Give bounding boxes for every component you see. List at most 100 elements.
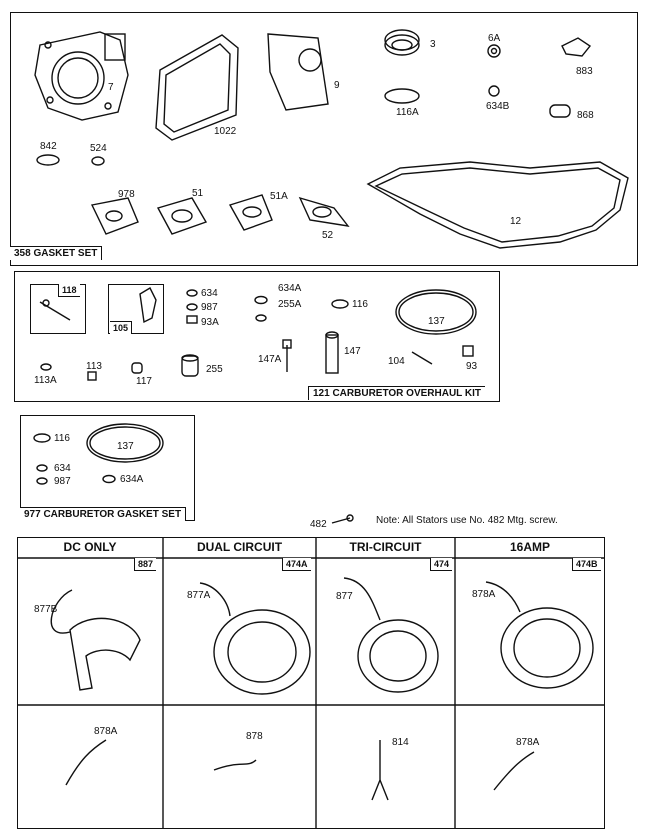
gasket-52-drawing [298, 196, 350, 227]
part-label-978: 978 [118, 189, 135, 200]
gasket-51-drawing [156, 197, 208, 235]
part-label-883: 883 [576, 66, 593, 77]
gasket-51a-drawing [228, 194, 273, 231]
gasket-set-frame [10, 12, 638, 266]
part-label-255: 255 [206, 364, 223, 375]
oil-seal-drawing [384, 29, 420, 56]
jet-113-drawing [87, 371, 97, 381]
part-label-842: 842 [40, 141, 57, 152]
o-ring-116-drawing [331, 299, 349, 309]
part-label-93: 93 [466, 361, 478, 372]
part-label-118: 118 [58, 284, 80, 297]
lead-label-878A-dc: 878A [94, 726, 118, 737]
lead-label-814: 814 [392, 737, 409, 748]
part-box-474A: 474A [282, 558, 311, 571]
part-label-12: 12 [510, 216, 522, 227]
part-label-868: 868 [577, 110, 594, 121]
gasket-set-title: 358 GASKET SET [10, 246, 103, 260]
washer-634b-drawing [488, 85, 500, 97]
lead-label-878: 878 [246, 731, 263, 742]
washer-634-drawing [186, 289, 198, 324]
heading-16amp: 16AMP [509, 540, 550, 554]
part-label-147A: 147A [258, 354, 282, 365]
shaft-147-drawing [325, 331, 339, 374]
stator-table-frame [17, 537, 605, 829]
part-label-104: 104 [388, 356, 405, 367]
needle-118-drawing [39, 299, 71, 321]
o-ring-842-drawing [36, 154, 60, 166]
stator-877b-drawing [50, 589, 141, 691]
screw-482-drawing [331, 514, 354, 524]
part-label-117: 117 [136, 376, 152, 387]
part-label-51: 51 [192, 188, 204, 199]
breather-gasket-drawing [267, 33, 329, 111]
carb-gasket-frame [20, 415, 195, 521]
part-label-105: 105 [110, 321, 133, 334]
float-105-drawing [139, 287, 157, 324]
cgs-o-ring-116-drawing [33, 433, 51, 443]
part-label-113: 113 [86, 361, 102, 372]
cylinder-head-gasket-drawing [34, 31, 129, 121]
lead-878a-dc-drawing [65, 739, 107, 786]
jet-113a-drawing [40, 363, 52, 371]
part-label-147: 147 [344, 346, 361, 357]
carb-gasket-title: 977 CARBURETOR GASKET SET [20, 507, 187, 521]
clip-883-drawing [561, 37, 592, 57]
lead-878-drawing [213, 759, 257, 771]
part-label-51A: 51A [270, 191, 288, 202]
washer-634a-drawing [254, 295, 268, 322]
part-label-634: 634 [201, 288, 218, 299]
part-label-116: 116 [352, 299, 368, 310]
gasket-978-drawing [90, 197, 139, 235]
spacer-93-drawing [462, 345, 474, 357]
part-label-3: 3 [430, 39, 436, 50]
o-ring-524-drawing [91, 156, 105, 166]
stator-877a-drawing [199, 582, 311, 695]
cgs-part-label-987: 987 [54, 476, 71, 487]
heading-dc-only: DC ONLY [63, 540, 117, 554]
part-label-634B: 634B [486, 101, 510, 112]
cgs-part-label-137: 137 [117, 441, 134, 452]
stator-877-drawing [343, 577, 439, 693]
plug-868-drawing [549, 104, 571, 118]
valve-cover-gasket-drawing [155, 34, 239, 141]
stator-note: Note: All Stators use No. 482 Mtg. screw… [376, 515, 558, 526]
part-box-887: 887 [134, 558, 157, 571]
stator-878a-drawing [485, 581, 594, 689]
part-label-6A: 6A [488, 33, 501, 44]
part-label-524: 524 [90, 143, 107, 154]
stator-label-877A: 877A [187, 590, 211, 601]
cgs-washer-634-drawing [36, 464, 48, 485]
part-label-987: 987 [201, 302, 218, 313]
washer-6a-drawing [487, 44, 501, 58]
part-label-7: 7 [108, 82, 114, 93]
part-label-137: 137 [428, 316, 445, 327]
valve-117-drawing [131, 362, 143, 374]
part-label-482: 482 [310, 519, 327, 530]
cgs-part-label-634: 634 [54, 463, 71, 474]
crankcase-gasket-drawing [366, 161, 629, 249]
part-label-634A: 634A [278, 283, 302, 294]
part-box-474: 474 [430, 558, 453, 571]
stator-label-878A: 878A [472, 589, 496, 600]
cgs-part-label-116: 116 [54, 433, 70, 444]
part-box-474B: 474B [572, 558, 601, 571]
carb-overhaul-frame [14, 271, 500, 402]
part-label-9: 9 [334, 80, 340, 91]
cgs-washer-634a-drawing [102, 474, 116, 484]
seat-255-drawing [181, 354, 199, 377]
part-label-255A: 255A [278, 299, 302, 310]
stator-label-877B: 877B [34, 604, 58, 615]
part-label-52: 52 [322, 230, 334, 241]
lead-814-drawing [371, 740, 389, 801]
screw-147a-drawing [282, 339, 292, 372]
heading-tri-circuit: TRI-CIRCUIT [349, 540, 422, 554]
pin-104-drawing [411, 351, 433, 365]
carb-overhaul-title: 121 CARBURETOR OVERHAUL KIT [308, 386, 485, 400]
cgs-gasket-137-drawing [86, 423, 164, 463]
cgs-part-label-634A: 634A [120, 474, 144, 485]
part-label-93A: 93A [201, 317, 219, 328]
gasket-137-drawing [395, 289, 477, 335]
lead-label-878A-16amp: 878A [516, 737, 540, 748]
